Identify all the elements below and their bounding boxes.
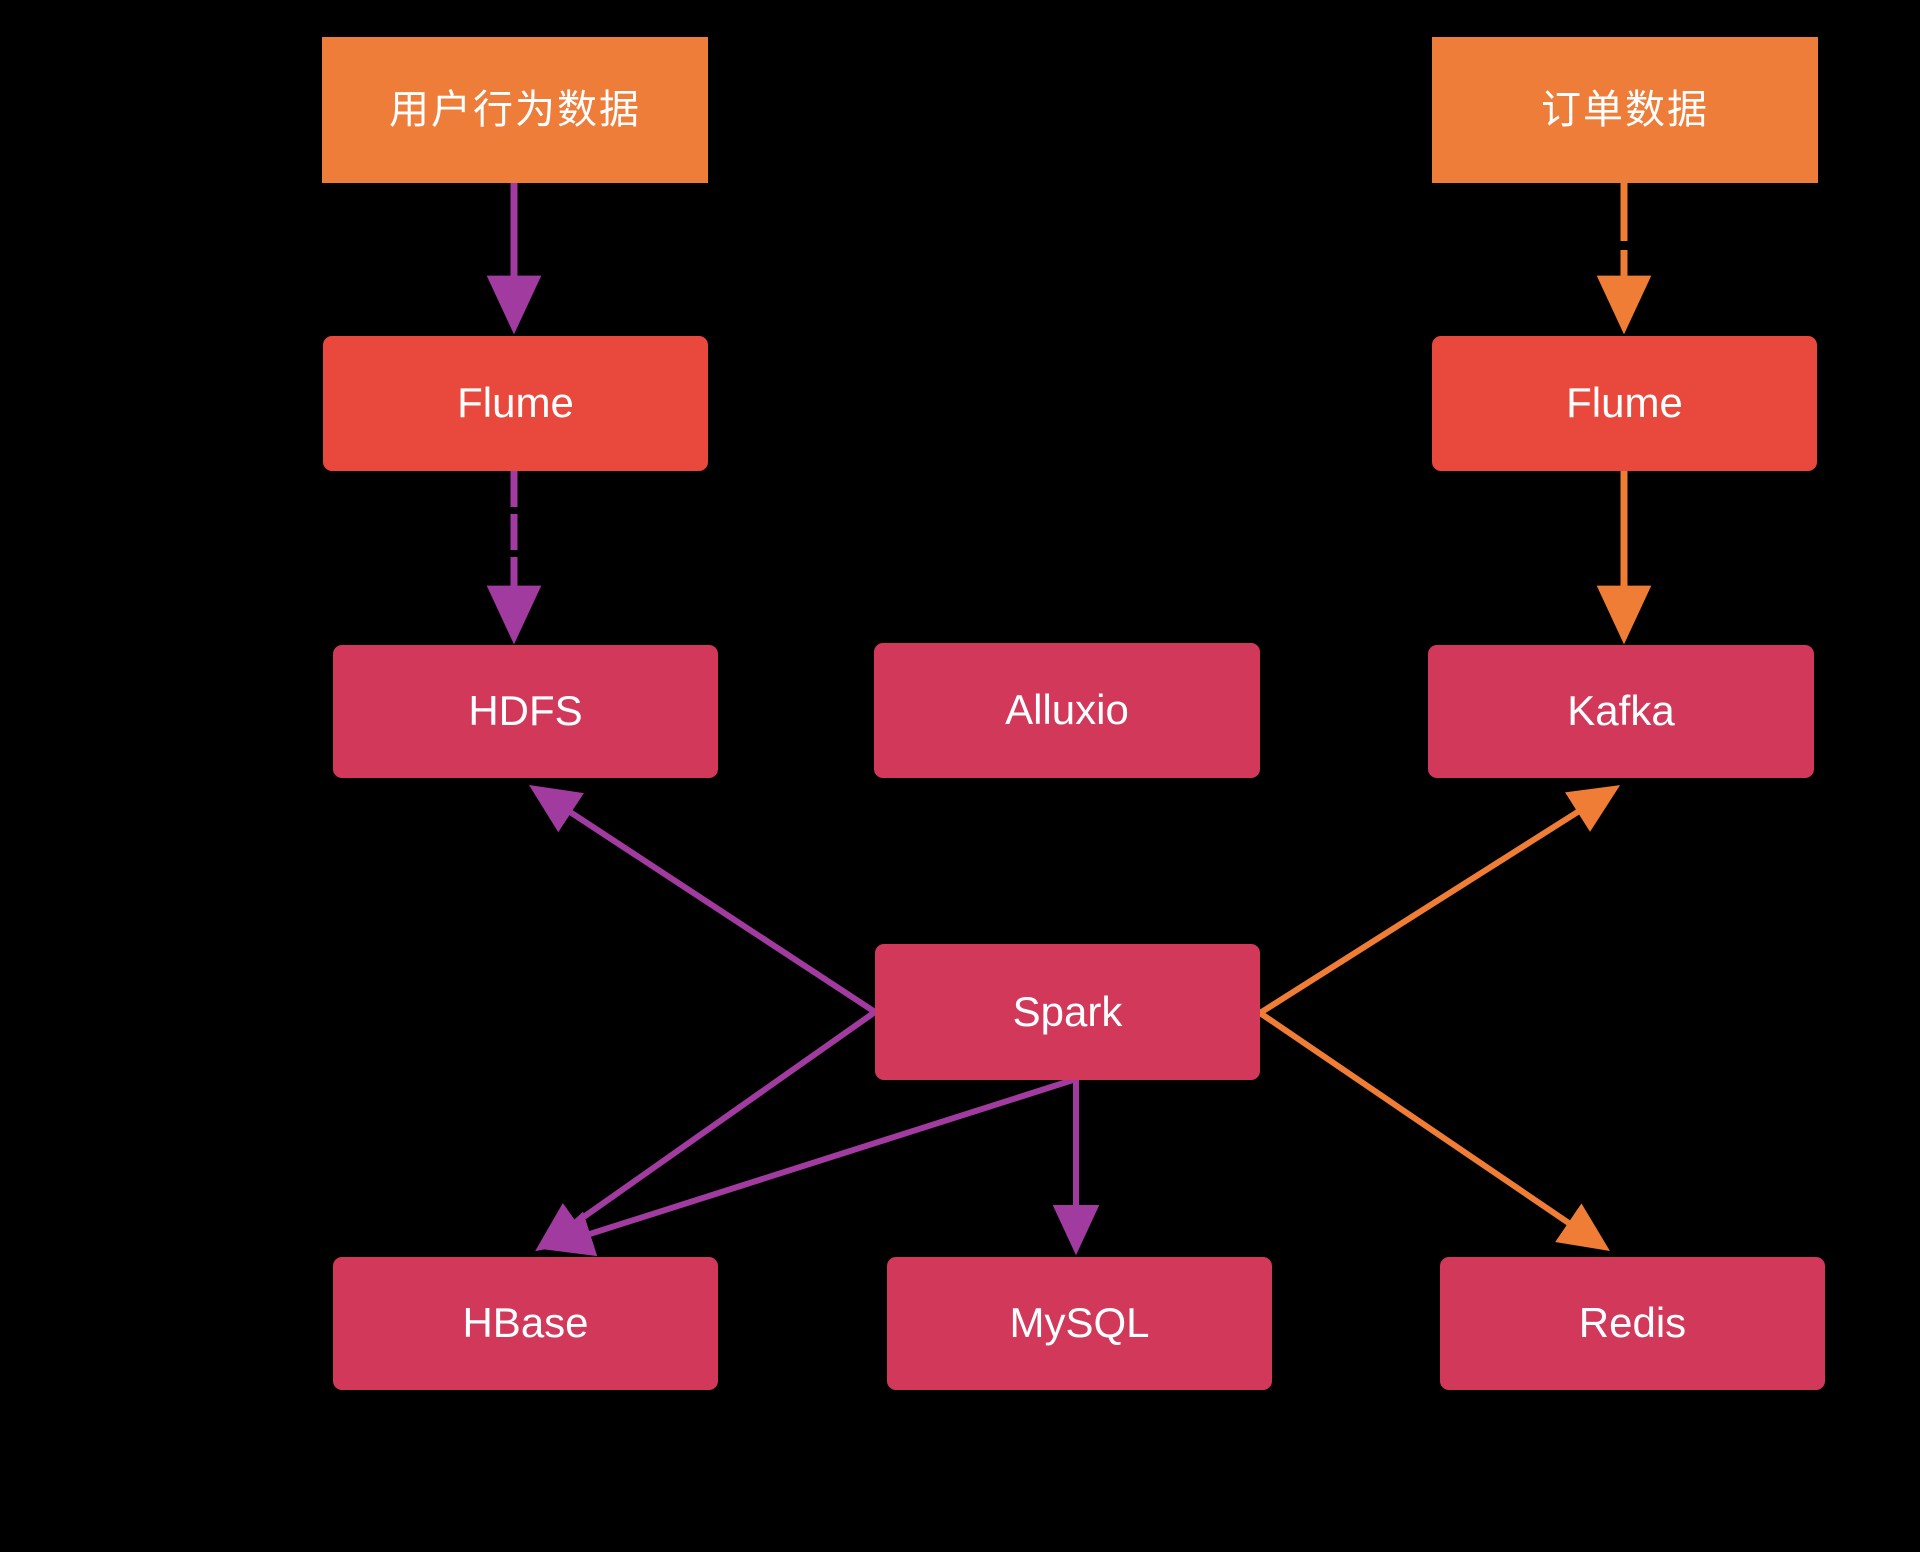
node-label: Redis bbox=[1578, 1299, 1687, 1347]
node-label: HBase bbox=[462, 1299, 589, 1347]
node-alluxio[interactable]: Alluxio bbox=[874, 643, 1260, 778]
node-mysql[interactable]: MySQL bbox=[887, 1257, 1272, 1390]
node-kafka[interactable]: Kafka bbox=[1428, 645, 1814, 778]
edge-spark-to-hdfs bbox=[528, 785, 877, 1015]
edge-spark-to-hbase-left bbox=[535, 1009, 877, 1252]
node-redis[interactable]: Redis bbox=[1440, 1257, 1825, 1390]
node-order-data[interactable]: 订单数据 bbox=[1432, 37, 1818, 183]
node-label: 订单数据 bbox=[1541, 88, 1709, 132]
node-label: 用户行为数据 bbox=[389, 88, 641, 132]
node-hbase[interactable]: HBase bbox=[333, 1257, 718, 1390]
node-label: Flume bbox=[457, 379, 574, 427]
node-flume-left[interactable]: Flume bbox=[323, 336, 708, 471]
node-label: Flume bbox=[1566, 379, 1683, 427]
node-label: Alluxio bbox=[1005, 686, 1129, 734]
edge-spark-to-kafka bbox=[1258, 785, 1621, 1016]
node-label: MySQL bbox=[1009, 1299, 1150, 1347]
edge-spark-to-redis bbox=[1258, 1010, 1610, 1252]
node-spark[interactable]: Spark bbox=[875, 944, 1260, 1080]
node-hdfs[interactable]: HDFS bbox=[333, 645, 718, 778]
node-label: Spark bbox=[1012, 987, 1123, 1035]
edge-spark-to-hbase-bottom bbox=[542, 1077, 1074, 1257]
node-flume-right[interactable]: Flume bbox=[1432, 336, 1817, 471]
node-user-behavior-data[interactable]: 用户行为数据 bbox=[322, 37, 708, 183]
node-label: HDFS bbox=[468, 687, 583, 735]
node-label: Kafka bbox=[1567, 687, 1675, 735]
